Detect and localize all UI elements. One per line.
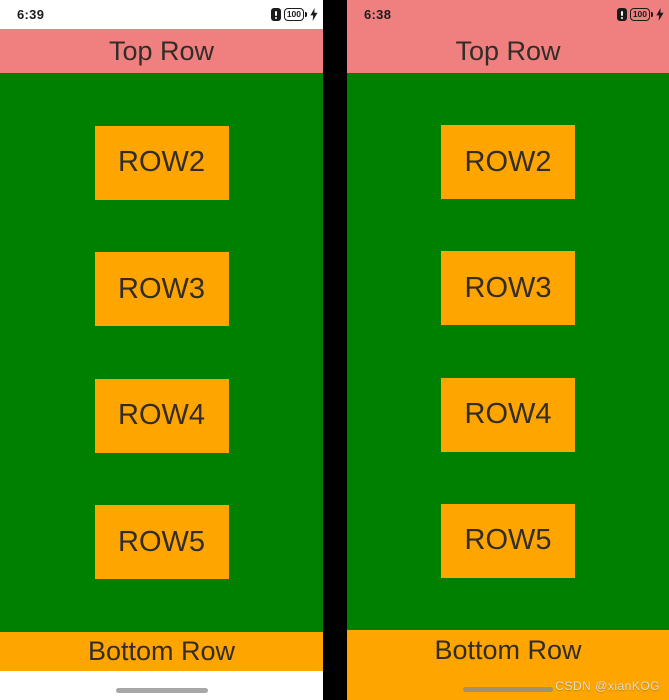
clock-time: 6:39 [17, 7, 45, 22]
navigation-bar [0, 671, 323, 700]
status-icons: 100 [270, 8, 318, 21]
watermark-text: CSDN @xianKOG [555, 679, 660, 693]
phone-screen-left: 6:39 100 Top Row ROW2 ROW3 ROW4 ROW5 Bot… [0, 0, 323, 700]
clock-time: 6:38 [364, 7, 392, 22]
battery-alert-icon [616, 8, 627, 21]
bottom-app-bar: Bottom Row [0, 632, 323, 671]
gesture-handle[interactable] [463, 687, 553, 692]
status-icons: 100 [616, 8, 664, 21]
bottom-app-bar: Bottom Row CSDN @xianKOG [347, 630, 669, 700]
top-bar-title: Top Row [108, 35, 215, 66]
bottom-bar-title: Bottom Row [87, 636, 236, 666]
battery-percent-label: 100 [632, 9, 647, 20]
row5-button[interactable]: ROW5 [94, 505, 229, 580]
row2-button[interactable]: ROW2 [94, 125, 229, 200]
gesture-handle[interactable] [115, 688, 208, 693]
charging-bolt-icon [656, 8, 664, 21]
top-bar-title: Top Row [455, 35, 561, 66]
row2-button[interactable]: ROW2 [441, 125, 575, 200]
battery-icon: 100 [629, 8, 654, 21]
battery-alert-icon [270, 8, 281, 21]
content-area: ROW2 ROW3 ROW4 ROW5 [347, 73, 669, 630]
content-area: ROW2 ROW3 ROW4 ROW5 [0, 73, 323, 632]
row5-button[interactable]: ROW5 [441, 503, 575, 578]
top-app-bar: Top Row [0, 29, 323, 73]
top-app-bar: 6:38 100 Top Row [347, 0, 669, 73]
phone-screen-right: 6:38 100 Top Row ROW2 ROW3 ROW4 ROW5 Bot… [347, 0, 669, 700]
row3-button[interactable]: ROW3 [94, 252, 229, 327]
bottom-bar-title: Bottom Row [434, 635, 582, 665]
row4-button[interactable]: ROW4 [94, 378, 229, 453]
charging-bolt-icon [310, 8, 318, 21]
battery-percent-label: 100 [286, 9, 301, 20]
status-bar: 6:39 100 [0, 0, 323, 29]
row3-button[interactable]: ROW3 [441, 251, 575, 326]
status-bar: 6:38 100 [347, 0, 669, 29]
row4-button[interactable]: ROW4 [441, 377, 575, 452]
battery-icon: 100 [283, 8, 308, 21]
